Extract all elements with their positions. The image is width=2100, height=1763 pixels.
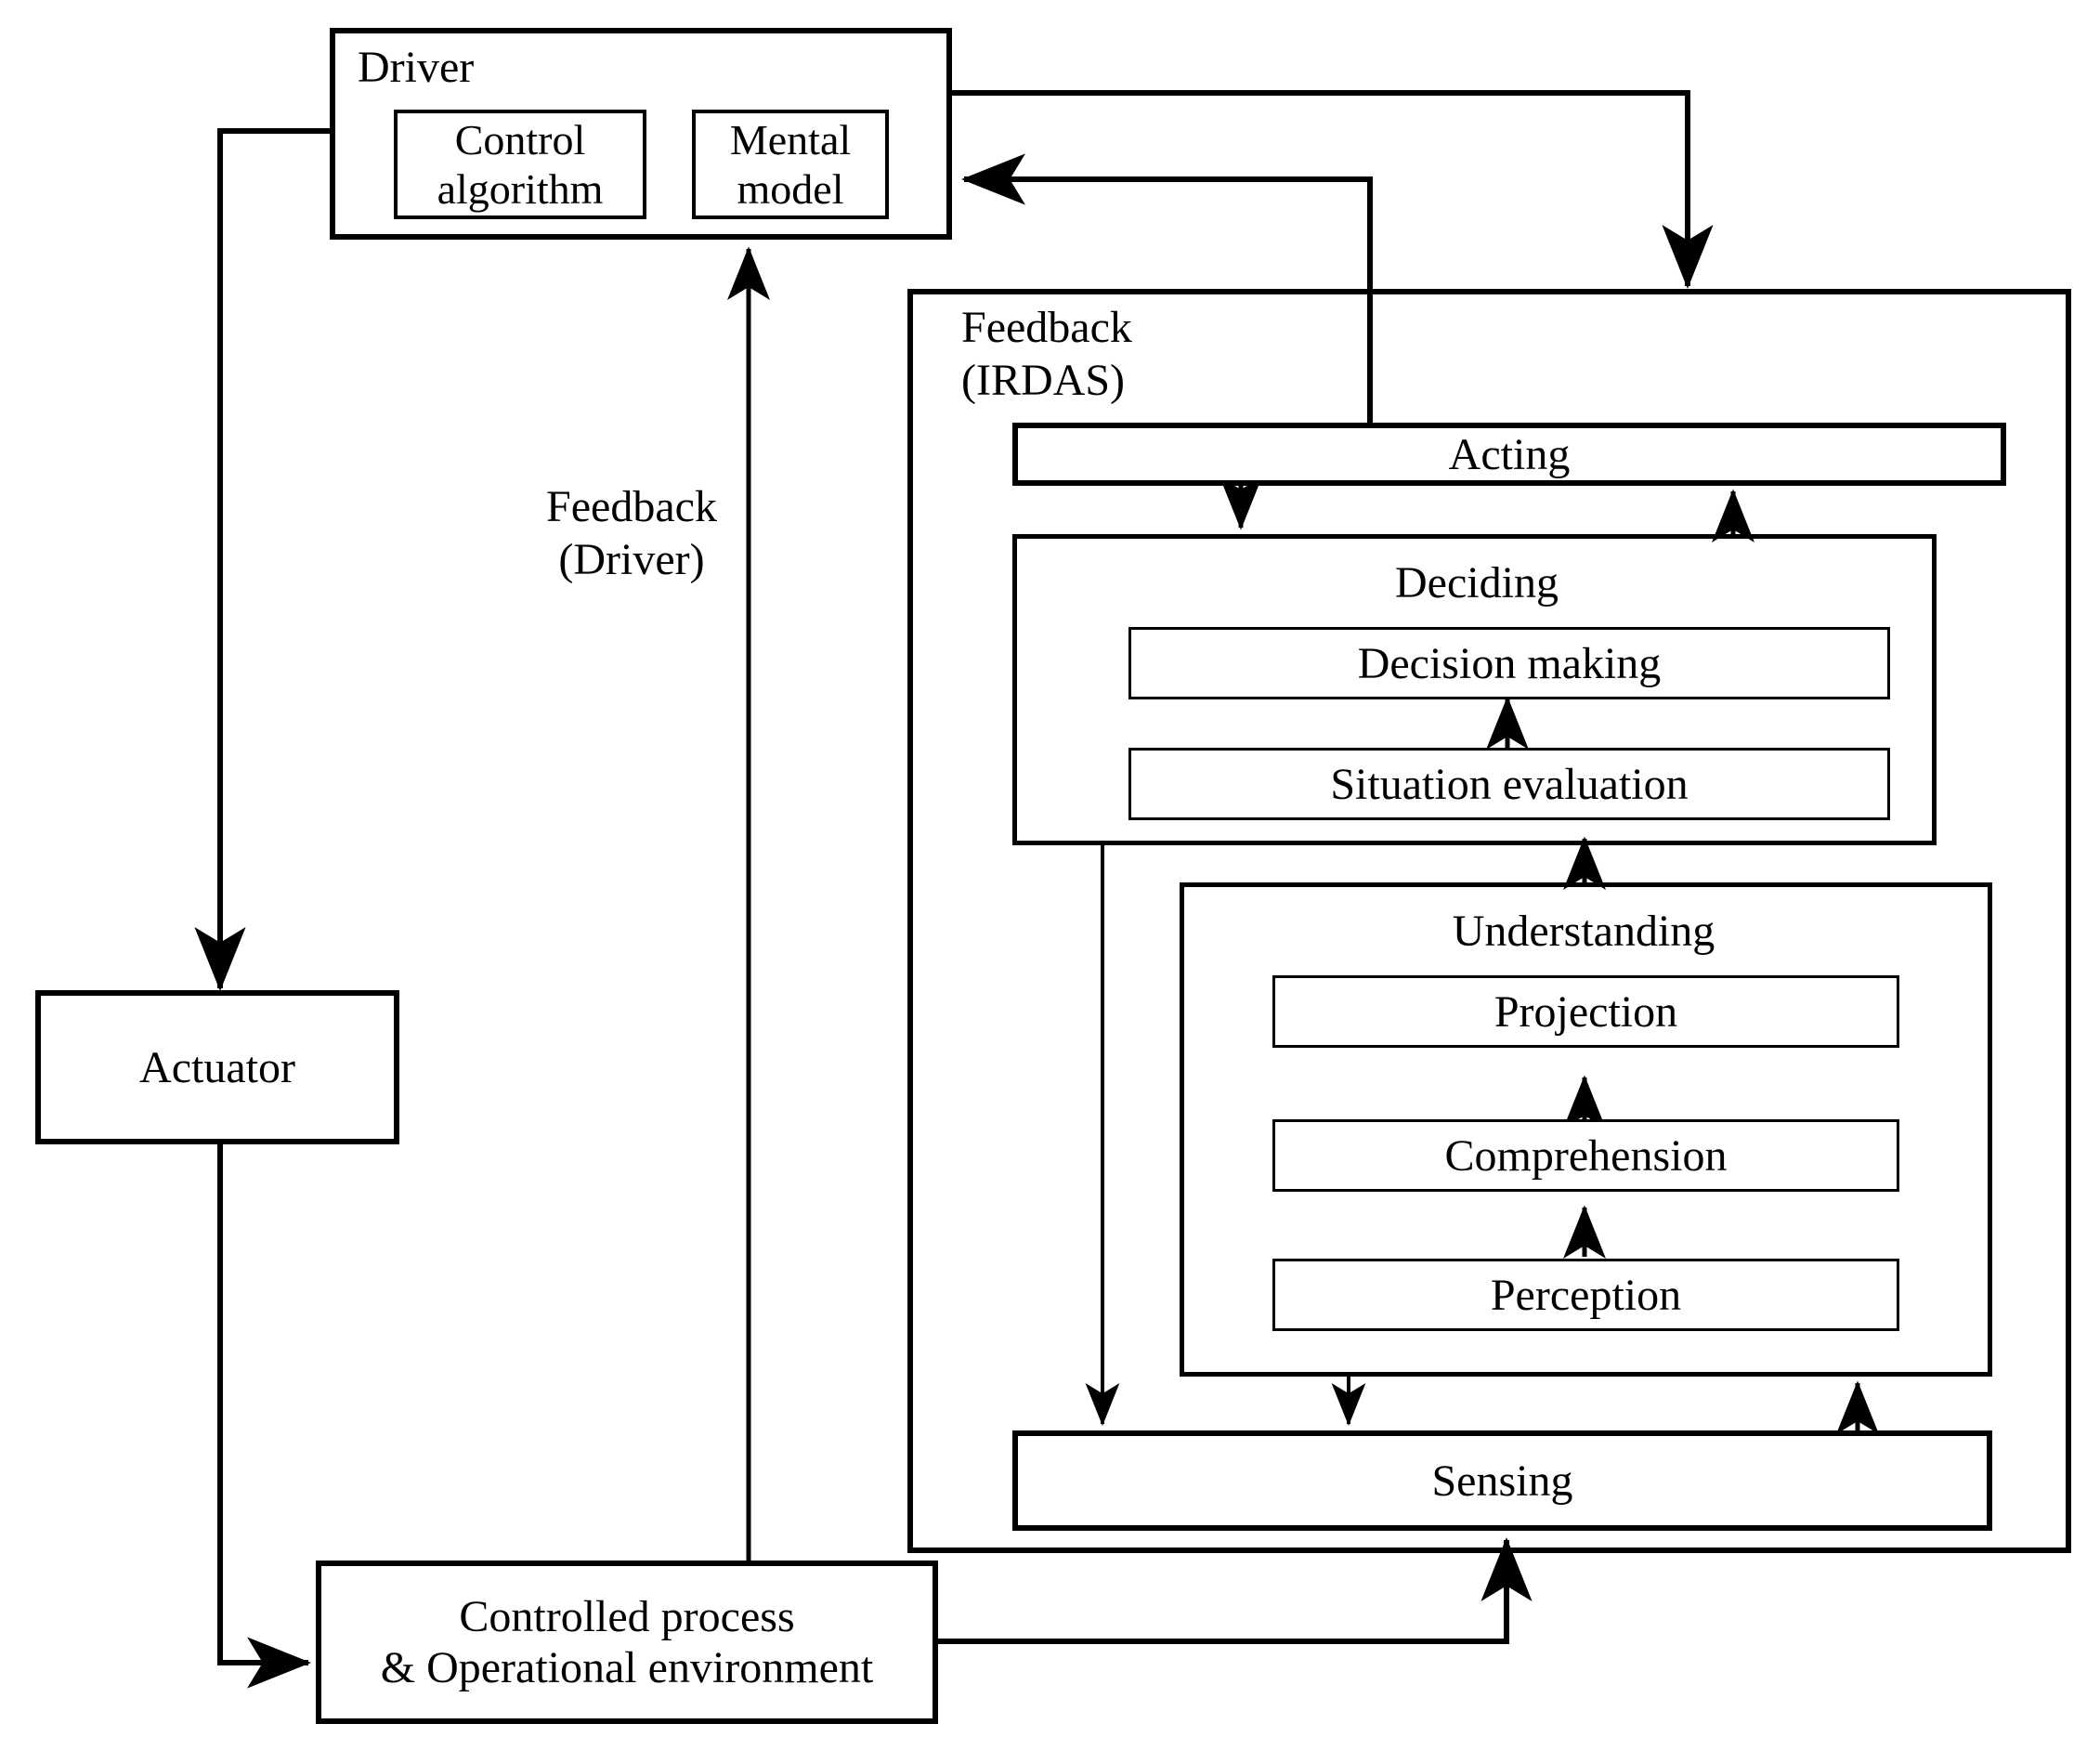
feedback-irdas-label: Feedback (IRDAS) bbox=[961, 303, 1132, 405]
feedback-driver-label: Feedback (Driver) bbox=[546, 482, 717, 584]
acting-label: Acting bbox=[1448, 429, 1571, 479]
mental-model-box[interactable]: Mental model bbox=[692, 110, 889, 219]
decision-making-label: Decision making bbox=[1357, 638, 1662, 688]
control-algorithm-label: Control algorithm bbox=[437, 116, 604, 213]
driver-label: Driver bbox=[358, 43, 475, 92]
actuator-box[interactable]: Actuator bbox=[35, 990, 399, 1144]
projection-box[interactable]: Projection bbox=[1272, 975, 1899, 1048]
perception-label: Perception bbox=[1490, 1270, 1682, 1320]
decision-making-box[interactable]: Decision making bbox=[1128, 627, 1890, 699]
projection-label: Projection bbox=[1493, 986, 1678, 1037]
deciding-label: Deciding bbox=[1395, 558, 1559, 607]
acting-box[interactable]: Acting bbox=[1012, 423, 2006, 486]
mental-model-label: Mental model bbox=[729, 116, 852, 213]
understanding-group bbox=[1180, 882, 1992, 1377]
controlled-process-box[interactable]: Controlled process & Operational environ… bbox=[316, 1561, 938, 1724]
deciding-group bbox=[1012, 534, 1937, 845]
actuator-label: Actuator bbox=[139, 1042, 295, 1092]
situation-evaluation-label: Situation evaluation bbox=[1330, 759, 1689, 809]
driver-group bbox=[330, 28, 952, 240]
understanding-label: Understanding bbox=[1452, 907, 1715, 956]
situation-evaluation-box[interactable]: Situation evaluation bbox=[1128, 748, 1890, 820]
sensing-box[interactable]: Sensing bbox=[1012, 1430, 1992, 1531]
comprehension-label: Comprehension bbox=[1444, 1130, 1728, 1181]
feedback-irdas-group bbox=[907, 289, 2071, 1553]
control-algorithm-box[interactable]: Control algorithm bbox=[394, 110, 646, 219]
perception-box[interactable]: Perception bbox=[1272, 1259, 1899, 1331]
sensing-label: Sensing bbox=[1431, 1456, 1573, 1506]
controlled-process-label: Controlled process & Operational environ… bbox=[380, 1592, 874, 1692]
comprehension-box[interactable]: Comprehension bbox=[1272, 1119, 1899, 1192]
